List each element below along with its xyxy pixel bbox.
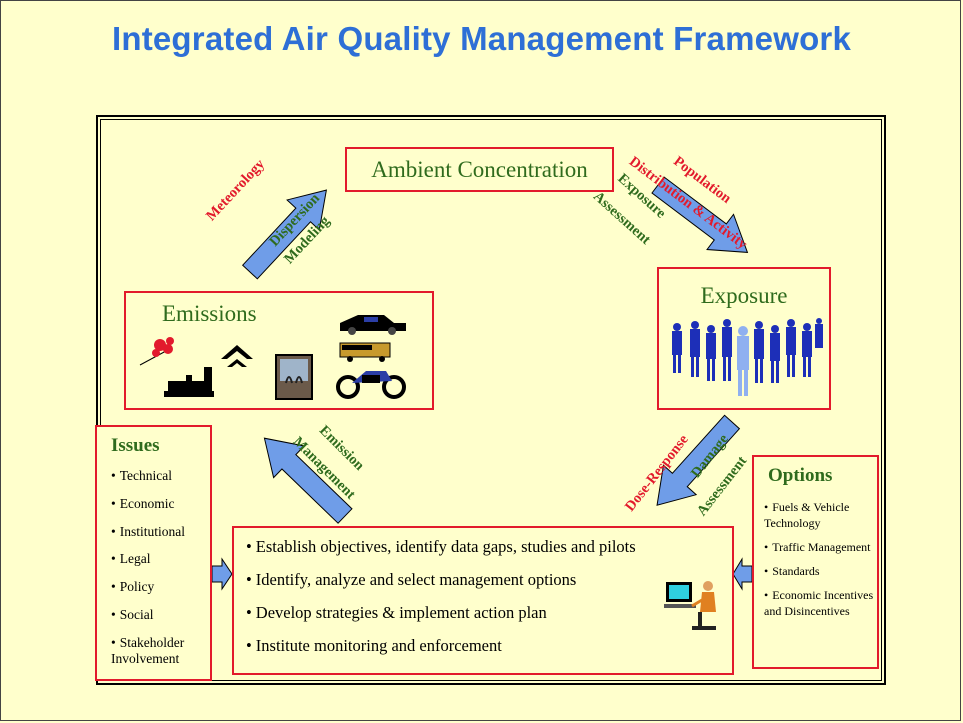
power-plant-icon bbox=[275, 354, 313, 400]
exposure-arrow bbox=[651, 176, 749, 253]
exposure-node-label: Exposure bbox=[700, 283, 788, 308]
action-item: •Develop strategies & implement action p… bbox=[246, 603, 547, 622]
options-box: Options •Fuels & Vehicle Technology •Tra… bbox=[752, 455, 879, 669]
motorcycle-icon bbox=[336, 371, 406, 399]
issue-item: •Technical bbox=[111, 468, 173, 483]
page-title: Integrated Air Quality Management Framew… bbox=[111, 20, 852, 57]
issue-item: •Legal bbox=[111, 551, 151, 567]
computer-user-clipart bbox=[664, 581, 716, 630]
issue-item: •Economic bbox=[111, 495, 175, 511]
emissions-box: Emissions bbox=[124, 291, 434, 410]
computer-user-icon bbox=[664, 581, 716, 630]
emissions-clipart bbox=[139, 315, 406, 400]
bus-icon bbox=[339, 342, 391, 362]
issues-box: Issues •Technical •Economic •Institution… bbox=[95, 425, 212, 681]
issues-to-actions-arrow bbox=[211, 557, 233, 591]
issues-title: Issues bbox=[111, 435, 160, 456]
diagram-frame bbox=[96, 115, 886, 685]
actions-list: •Establish objectives, identify data gap… bbox=[246, 537, 636, 669]
options-list: •Fuels & Vehicle Technology •Traffic Man… bbox=[764, 499, 878, 627]
dose-response-arrow bbox=[656, 414, 741, 506]
house-icon bbox=[221, 345, 253, 367]
diagram-frame-inner bbox=[100, 119, 882, 681]
flower-icon bbox=[139, 337, 174, 366]
action-item: •Identify, analyze and select management… bbox=[246, 570, 577, 589]
option-item: •Traffic Management bbox=[764, 540, 871, 554]
car-icon bbox=[340, 315, 406, 335]
issue-item: •Policy bbox=[111, 579, 155, 595]
action-item: •Establish objectives, identify data gap… bbox=[246, 537, 636, 556]
people-icon bbox=[672, 318, 823, 396]
ambient-concentration-box: Ambient Concentration bbox=[345, 147, 614, 192]
issues-list: •Technical •Economic •Institutional •Leg… bbox=[111, 468, 207, 666]
issue-item: •Social bbox=[111, 606, 154, 622]
options-title: Options bbox=[768, 465, 833, 486]
exposure-box: Exposure bbox=[657, 267, 831, 410]
dispersion-arrow bbox=[241, 189, 328, 280]
issue-item: •Institutional bbox=[111, 523, 185, 539]
emissions-label: Emissions bbox=[162, 301, 257, 326]
option-item: •Standards bbox=[764, 564, 820, 578]
option-item: •Fuels & Vehicle Technology bbox=[764, 500, 850, 530]
issue-item: •Stakeholder Involvement bbox=[111, 634, 185, 666]
factory-icon bbox=[164, 367, 214, 397]
option-item: •Economic Incentives and Disincentives bbox=[764, 588, 874, 618]
options-to-actions-arrow bbox=[732, 557, 753, 591]
crowd-clipart bbox=[672, 318, 823, 396]
ambient-concentration-label: Ambient Concentration bbox=[371, 157, 588, 182]
action-item: •Institute monitoring and enforcement bbox=[246, 636, 502, 655]
emission-management-arrow bbox=[263, 437, 353, 524]
actions-box: •Establish objectives, identify data gap… bbox=[232, 526, 734, 675]
